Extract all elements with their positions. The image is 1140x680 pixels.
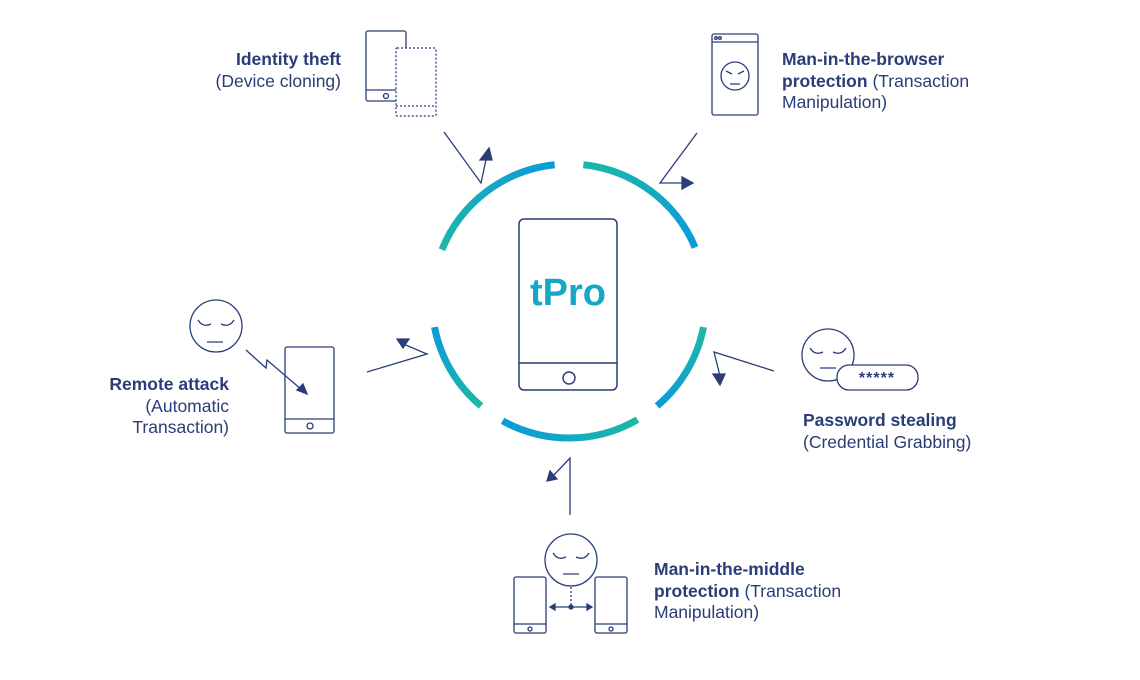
- title-2: protection: [654, 580, 740, 601]
- device-cloning-icon: [365, 30, 437, 117]
- label-man-in-the-browser: Man-in-the-browser protection (Transacti…: [782, 49, 969, 114]
- label-identity-theft: Identity theft (Device cloning): [216, 49, 341, 92]
- subtitle: (Automatic: [145, 395, 229, 416]
- man-in-the-middle-icon: [513, 533, 628, 634]
- arrow-browser-icon: [658, 132, 698, 191]
- ring-segment: [438, 161, 556, 251]
- ring-segment: [582, 161, 699, 249]
- label-password-stealing: Password stealing (Credential Grabbing): [803, 410, 971, 453]
- browser-phone-icon: [711, 33, 759, 116]
- subtitle-2: Manipulation): [782, 92, 888, 112]
- ring-segment: [654, 326, 707, 409]
- title: Password stealing: [803, 410, 957, 430]
- arrow-remote-icon: [366, 338, 429, 373]
- lightning-arrow-icon: [245, 349, 309, 396]
- arrow-password-icon: [711, 351, 775, 387]
- ring-segment: [431, 326, 484, 409]
- remote-phone-icon: [284, 346, 335, 434]
- central-phone-icon: [518, 218, 618, 391]
- protection-ring: [431, 161, 707, 442]
- remote-attacker-icon: [189, 299, 243, 353]
- label-man-in-the-middle: Man-in-the-middle protection (Transactio…: [654, 559, 841, 624]
- subtitle: (Device cloning): [215, 70, 341, 91]
- password-stealer-icon: [801, 328, 919, 391]
- subtitle-2: Transaction): [132, 417, 229, 437]
- subtitle: (Transaction: [744, 580, 842, 601]
- subtitle-2: Manipulation): [654, 602, 760, 622]
- subtitle: (Transaction: [872, 70, 970, 91]
- arrow-identity-theft-icon: [443, 131, 493, 185]
- title: Man-in-the-browser: [782, 49, 945, 69]
- title: Man-in-the-middle: [654, 559, 805, 579]
- ring-segment: [500, 416, 640, 442]
- arrow-mitm-icon: [546, 456, 571, 515]
- title: Identity theft: [236, 49, 341, 69]
- title-2: protection: [782, 70, 868, 91]
- title: Remote attack: [109, 374, 229, 394]
- label-remote-attack: Remote attack (Automatic Transaction): [109, 374, 229, 439]
- tpro-logo: tPro: [530, 272, 606, 314]
- password-mask: *****: [859, 370, 895, 387]
- subtitle: (Credential Grabbing): [803, 431, 972, 452]
